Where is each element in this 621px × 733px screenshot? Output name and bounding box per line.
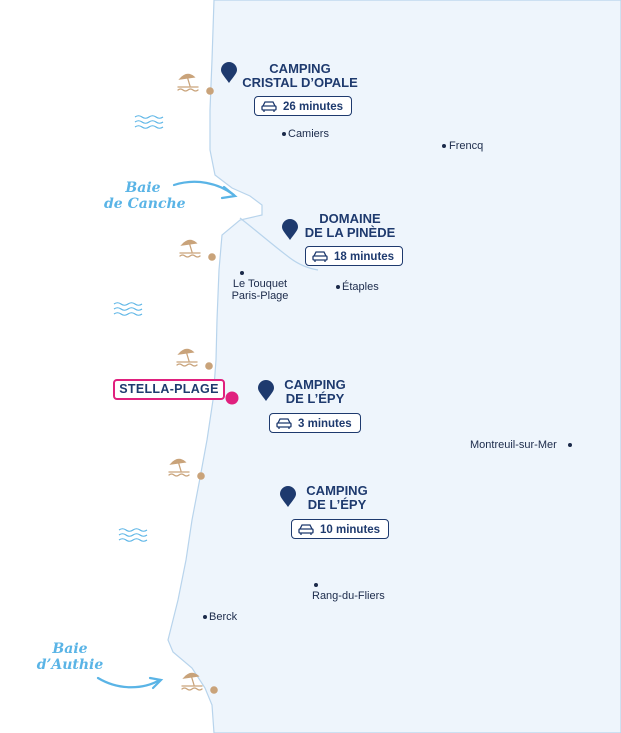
car-icon [298, 524, 314, 535]
canche-river [239, 217, 319, 271]
stella-plage-label: STELLA-PLAGE [113, 379, 225, 400]
map-pin-icon[interactable] [281, 219, 299, 241]
map-pin-icon[interactable] [220, 62, 238, 84]
town-label-camiers: Camiers [288, 128, 329, 140]
stella-plage-dot [225, 391, 239, 405]
town-label-etaples: Étaples [342, 281, 379, 293]
map-pin-icon[interactable] [279, 486, 297, 508]
town-label-rang-du-fliers: Rang-du-Fliers [312, 590, 385, 602]
wave-icon [113, 302, 143, 316]
beach-umbrella-icon [177, 73, 199, 92]
town-label-frencq: Frencq [449, 140, 484, 152]
town-label-berck: Berck [209, 611, 238, 623]
beach-umbrella-icon [168, 458, 190, 477]
town-dot [203, 132, 572, 619]
map-pin-icon[interactable] [257, 380, 275, 402]
land-area [167, 0, 621, 733]
wave-icon [118, 528, 148, 542]
drive-time-badge: 26 minutes [254, 96, 353, 116]
arrow-icon [172, 180, 238, 200]
beach-umbrella-icon [179, 239, 201, 258]
drive-time-badge: 3 minutes [269, 413, 361, 433]
car-icon [312, 251, 328, 262]
car-icon [261, 101, 277, 112]
beach-dot [197, 87, 218, 694]
drive-time-badge: 10 minutes [291, 519, 390, 539]
arrow-icon [96, 676, 164, 690]
beach-umbrella-icon [181, 672, 203, 691]
beach-umbrella-icon [176, 348, 198, 367]
town-label-montreuil: Montreuil-sur-Mer [470, 439, 557, 451]
car-icon [276, 418, 292, 429]
wave-icon [134, 115, 164, 129]
drive-time-badge: 18 minutes [305, 246, 404, 266]
